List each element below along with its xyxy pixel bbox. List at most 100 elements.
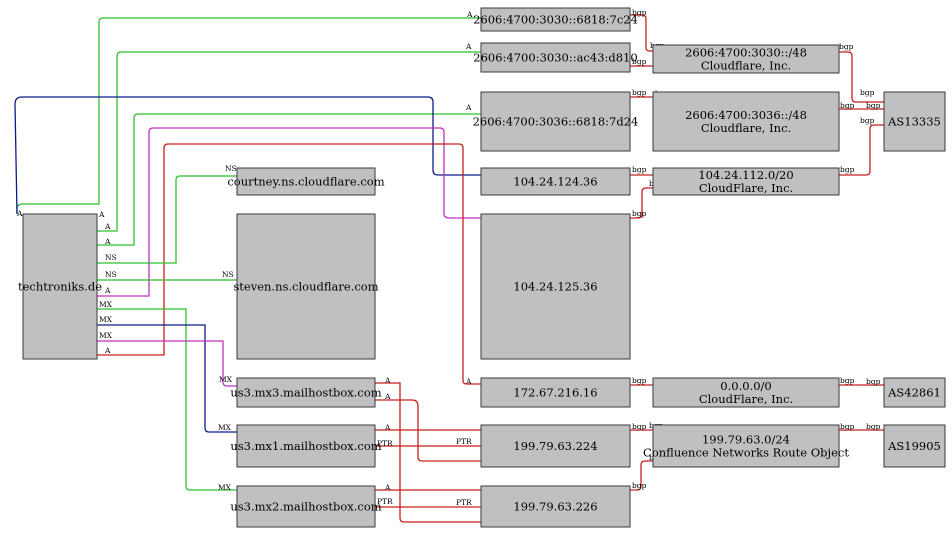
edge-mx1-ip4d: A: [375, 423, 481, 432]
edge-label: A: [384, 376, 391, 385]
node-ip4e[interactable]: 199.79.63.226: [480, 485, 631, 528]
node-ip6c[interactable]: 2606:4700:3036::6818:7d24: [473, 91, 639, 152]
node-label: Confluence Networks Route Object: [643, 446, 849, 460]
node-mx1[interactable]: us3.mx1.mailhostbox.com: [230, 424, 382, 468]
node-label: 2606:4700:3036::6818:7d24: [473, 115, 639, 129]
node-ip6a[interactable]: 2606:4700:3030::6818:7c24: [473, 7, 638, 32]
edge-label: A: [465, 103, 472, 112]
edge-domain-ns1: NS: [97, 164, 237, 264]
node-label: techtroniks.de: [18, 280, 102, 294]
node-box: [480, 91, 631, 152]
edge-ip4a-pfx3: bgp: [630, 165, 653, 176]
edge-line: [97, 175, 237, 264]
edge-label-secondary: MX: [99, 300, 113, 309]
edge-line: [97, 324, 237, 433]
edge-label-secondary: A: [104, 222, 111, 231]
edge-line: [839, 124, 884, 176]
node-box: [480, 167, 631, 196]
node-label: CloudFlare, Inc.: [699, 392, 793, 406]
edge-label-secondary: A: [104, 237, 111, 246]
node-box: [480, 7, 631, 32]
node-mx2[interactable]: us3.mx2.mailhostbox.com: [230, 485, 382, 528]
edge-line: [375, 382, 481, 523]
edge-domain-mx2: MX: [97, 308, 237, 492]
node-box: [883, 424, 946, 468]
node-label: 0.0.0.0/0: [720, 379, 771, 393]
edge-label: bgp: [840, 376, 855, 385]
edge-mx2-ip4e: A: [375, 483, 481, 492]
node-ns1[interactable]: courtney.ns.cloudflare.com: [227, 167, 385, 196]
edge-domain-mx1: MX: [97, 324, 237, 433]
edge-label: MX: [218, 483, 232, 492]
edge-domain-ip6c: A: [97, 103, 481, 246]
edge-label: A: [384, 392, 391, 401]
edge-pfx5-as3: bgp: [839, 422, 884, 431]
node-label: CloudFlare, Inc.: [699, 181, 793, 195]
node-mx3[interactable]: us3.mx3.mailhostbox.com: [230, 377, 382, 408]
edge-domain-ns2: NS: [97, 270, 237, 281]
node-label: 104.24.125.36: [513, 280, 597, 294]
edge-domain-mx3: MX: [97, 340, 237, 387]
edge-line: [630, 187, 653, 219]
edge-label: A: [384, 483, 391, 492]
edge-label: bgp: [632, 57, 647, 66]
edge-line: [97, 127, 481, 297]
node-box: [236, 377, 376, 408]
edge-label-secondary: NS: [105, 253, 117, 262]
edge-line: [839, 51, 884, 103]
edge-label-secondary: PTR: [377, 439, 393, 448]
node-domain[interactable]: techtroniks.de: [18, 213, 102, 360]
edge-label: bgp: [840, 165, 855, 174]
edge-label: NS: [225, 164, 237, 173]
node-as3[interactable]: AS19905: [883, 424, 946, 468]
node-box: [236, 167, 376, 196]
edge-ip4d-pfx5: bgp: [630, 422, 653, 431]
edge-mx3-ip4e: A: [375, 392, 481, 462]
node-ip4b[interactable]: 104.24.125.36: [480, 213, 631, 360]
edge-label-secondary: MX: [99, 331, 113, 340]
edge-ip6a-pfx1: bgp: [630, 8, 653, 52]
edge-ip4e-pfx5: bgp: [630, 460, 653, 491]
edge-label: A: [384, 423, 391, 432]
edge-label-secondary: bgp: [860, 116, 875, 125]
node-label: steven.ns.cloudflare.com: [233, 280, 378, 294]
edge-domain-ip6b: A: [97, 42, 481, 232]
edge-pfx3-as1: bgp: [839, 124, 884, 176]
edge-label: bgp: [632, 209, 647, 218]
edge-label: bgp: [840, 422, 855, 431]
node-label: AS19905: [887, 439, 941, 453]
edge-line: [97, 143, 481, 385]
node-box: [652, 44, 840, 74]
edge-label-secondary: NS: [105, 270, 117, 279]
edge-line: [14, 96, 481, 215]
node-label: 2606:4700:3030::/48: [685, 46, 807, 60]
node-ip4c[interactable]: 172.67.216.16: [480, 377, 631, 408]
edge-ip6b-pfx1: bgp: [630, 57, 653, 67]
node-label: AS42861: [887, 386, 941, 400]
edge-line: [97, 340, 237, 387]
edge-line: [97, 308, 237, 491]
node-ns2[interactable]: steven.ns.cloudflare.com: [233, 213, 379, 360]
node-box: [652, 424, 840, 468]
edge-label: A: [466, 10, 473, 19]
edge-label: bgp: [632, 481, 647, 490]
edge-pfx2-as1: bgp: [839, 101, 884, 110]
edge-ip4e-mx2: PTR: [375, 498, 481, 508]
edge-label: bgp: [632, 376, 647, 385]
node-as2[interactable]: AS42861: [883, 377, 946, 408]
node-ip4d[interactable]: 199.79.63.224: [480, 424, 631, 468]
node-label: us3.mx2.mailhostbox.com: [230, 500, 381, 514]
node-ip6b[interactable]: 2606:4700:3030::ac43:d810: [473, 42, 638, 73]
edge-label: bgp: [840, 101, 855, 110]
node-ip4a[interactable]: 104.24.124.36: [480, 167, 631, 196]
node-box: [236, 213, 376, 360]
node-as1[interactable]: AS13335: [883, 91, 946, 152]
edge-label-secondary: MX: [99, 315, 113, 324]
edge-label: A: [16, 209, 23, 218]
edge-label: MX: [218, 423, 232, 432]
